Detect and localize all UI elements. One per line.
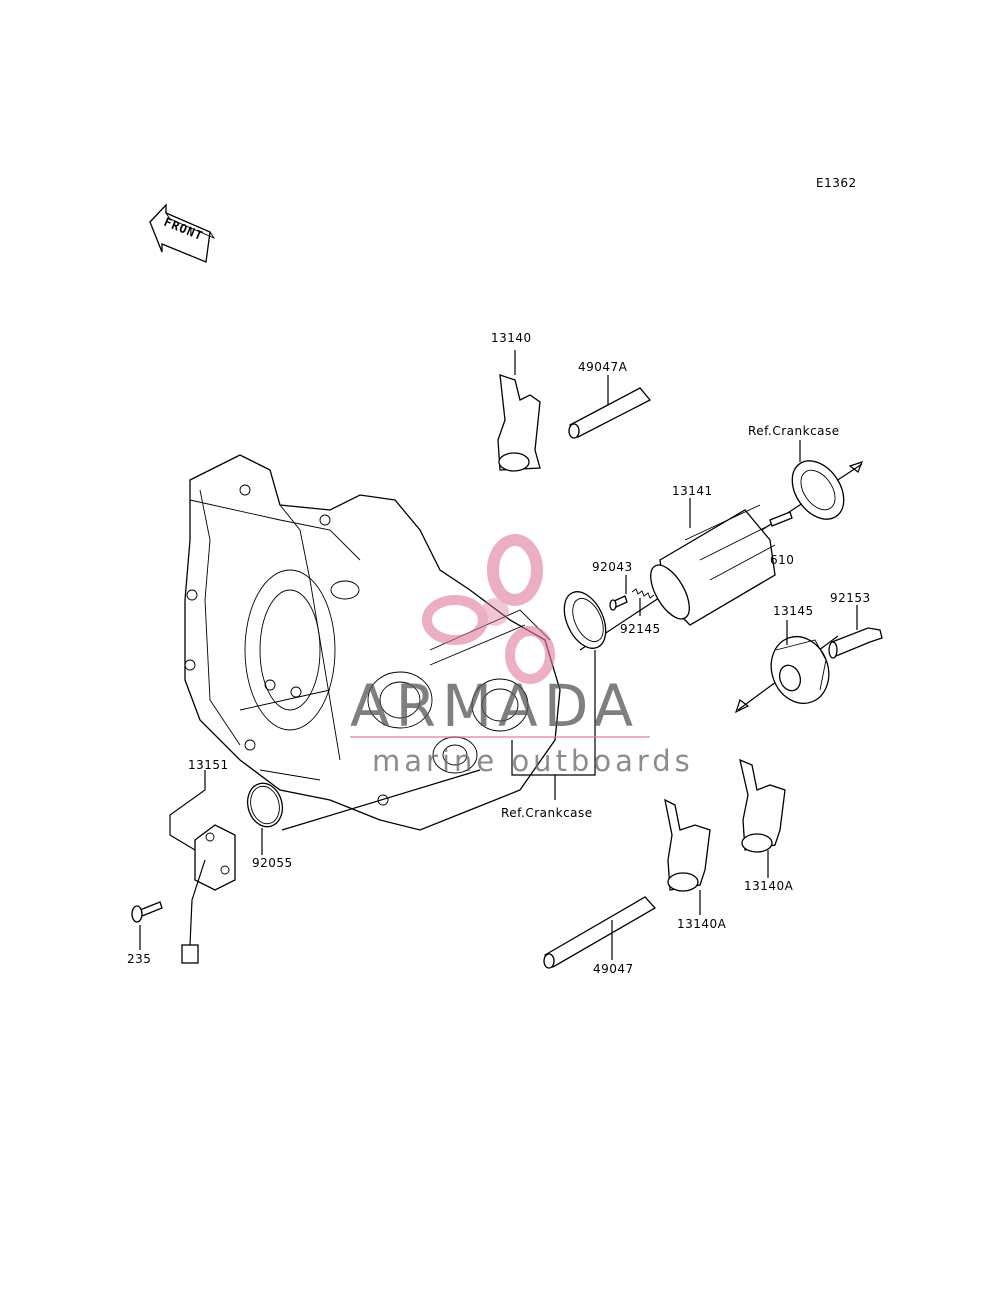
- part-label-92145[interactable]: 92145: [620, 622, 661, 636]
- pin-92043: [609, 575, 628, 611]
- watermark-logo-icon: [422, 534, 555, 684]
- part-label-ref-crankcase-top[interactable]: Ref.Crankcase: [748, 424, 840, 438]
- shift-fork-13140A-front: [664, 798, 711, 915]
- shift-cam-13145: [770, 620, 830, 705]
- part-label-13140A-front[interactable]: 13140A: [677, 917, 727, 931]
- shift-fork-13140: [497, 350, 541, 472]
- shift-fork-13140A-rear: [739, 758, 786, 878]
- neutral-switch-13151: [169, 770, 236, 964]
- part-label-92055[interactable]: 92055: [252, 856, 293, 870]
- ref-bracket: [511, 650, 596, 776]
- bearing-ref-bottom: [563, 591, 607, 649]
- bearing-ref-top: [791, 440, 845, 520]
- bolt-92153: [828, 605, 883, 659]
- part-label-49047[interactable]: 49047: [593, 962, 634, 976]
- part-label-13151[interactable]: 13151: [188, 758, 229, 772]
- part-label-235[interactable]: 235: [127, 952, 152, 966]
- part-label-610[interactable]: 610: [770, 553, 795, 567]
- shift-drum-13141: [650, 498, 793, 626]
- o-ring-92055: [246, 782, 284, 855]
- front-arrow-icon: [149, 203, 216, 263]
- part-label-13140A-rear[interactable]: 13140A: [744, 879, 794, 893]
- shift-rod-49047: [543, 896, 657, 969]
- part-label-92043[interactable]: 92043: [592, 560, 633, 574]
- part-label-13145[interactable]: 13145: [773, 604, 814, 618]
- screw-235: [131, 901, 163, 950]
- leader-line: [281, 769, 481, 831]
- part-label-ref-crankcase-bottom[interactable]: Ref.Crankcase: [501, 806, 593, 820]
- part-label-13140[interactable]: 13140: [491, 331, 532, 345]
- part-label-49047A[interactable]: 49047A: [578, 360, 628, 374]
- watermark-brand: ARMADA: [350, 672, 640, 740]
- part-label-92153[interactable]: 92153: [830, 591, 871, 605]
- diagram-code: E1362: [816, 176, 857, 190]
- spring-92145: [631, 588, 655, 616]
- watermark-tagline: marine outboards: [372, 744, 694, 778]
- part-label-13141[interactable]: 13141: [672, 484, 713, 498]
- shift-rod-49047A: [568, 375, 652, 439]
